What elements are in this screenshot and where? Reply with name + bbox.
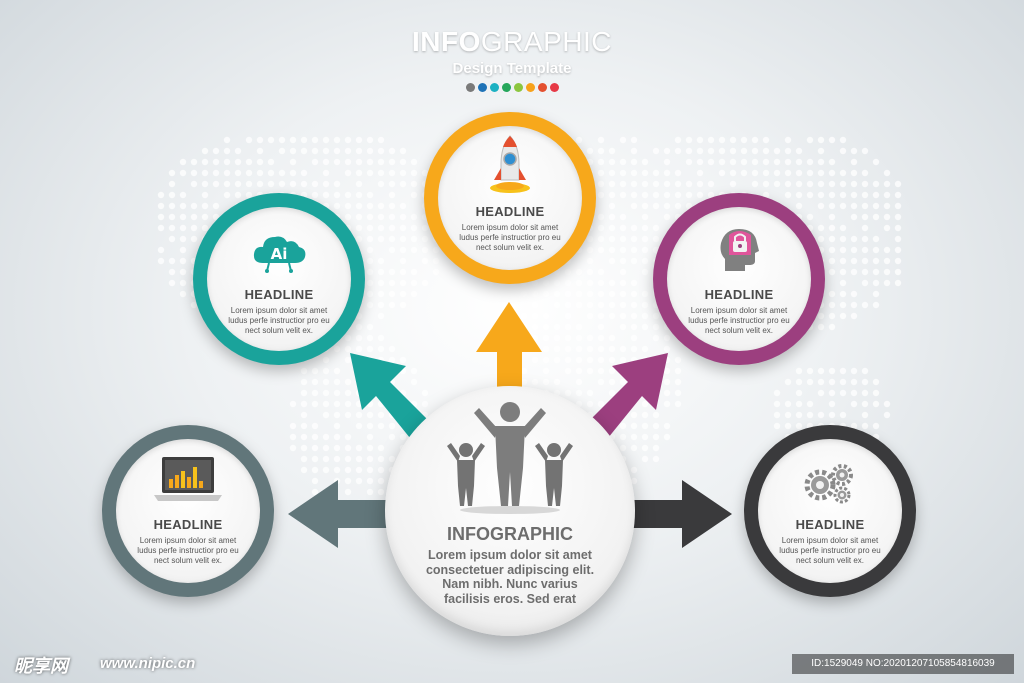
head-lock-icon [720, 229, 759, 271]
arrow-left [288, 480, 388, 548]
gears-icon [804, 464, 853, 504]
color-dot [537, 83, 547, 92]
center-body-line: Nam nibh. Nunc varius [442, 577, 578, 591]
card-gray: HEADLINE Lorem ipsum dolor sit amet ludu… [102, 425, 274, 597]
card-line: Lorem ipsum dolor sit amet [690, 306, 788, 315]
card-body: Lorem ipsum dolor sit amet ludus perfe i… [450, 223, 570, 253]
card-purple: HEADLINE Lorem ipsum dolor sit amet ludu… [653, 193, 825, 365]
card-line: nect solum velit ex. [475, 243, 545, 252]
card-headline: HEADLINE [244, 287, 314, 302]
header: INFOGRAPHIC Design Template [0, 26, 1024, 92]
footer-logo: 昵享网 [14, 656, 68, 676]
color-dot [489, 83, 499, 92]
card-body: Lorem ipsum dolor sit amet ludus perfe i… [128, 536, 248, 566]
rocket-icon [490, 135, 530, 193]
card-line: Lorem ipsum dolor sit amet [230, 306, 328, 315]
laptop-chart-icon [154, 457, 222, 501]
card-line: ludus perfe instructior pro eu [459, 233, 561, 242]
card-line: ludus perfe instructior pro eu [688, 316, 790, 325]
card-dark: HEADLINE Lorem ipsum dolor sit amet ludu… [744, 425, 916, 597]
color-dot [513, 83, 523, 92]
card-line: ludus perfe instructior pro eu [779, 546, 881, 555]
card-line: nect solum velit ex. [153, 556, 223, 565]
arrow-up-left [350, 353, 428, 438]
color-dot [549, 83, 559, 92]
card-line: nect solum velit ex. [795, 556, 865, 565]
center-body-line: consectetuer adipiscing elit. [425, 562, 595, 577]
center-title: INFOGRAPHIC [447, 524, 573, 544]
arrow-right [632, 480, 732, 548]
card-line: nect solum velit ex. [244, 326, 314, 335]
color-dots [0, 83, 1024, 92]
page-title: INFOGRAPHIC [0, 26, 1024, 58]
card-line: ludus perfe instructior pro eu [137, 546, 239, 555]
card-headline: HEADLINE [153, 517, 223, 532]
arrow-up-right [590, 353, 668, 438]
center-circle: INFOGRAPHIC Lorem ipsum dolor sit amet c… [385, 386, 635, 636]
card-line: nect solum velit ex. [704, 326, 774, 335]
card-line: Lorem ipsum dolor sit amet [781, 536, 879, 545]
card-line: Lorem ipsum dolor sit amet [461, 223, 559, 232]
card-teal: Ai HEADLINE Lorem ipsum dolor sit amet l… [193, 193, 365, 365]
center-body-line: Lorem ipsum dolor sit amet [428, 548, 592, 562]
arrow-up [476, 302, 542, 392]
center-body-line: facilisis eros. Sed erat [443, 591, 576, 606]
people-group-icon [447, 402, 573, 514]
color-dot [465, 83, 475, 92]
footer-id: ID:1529049 NO:20201207105854816039 [792, 654, 1014, 674]
card-headline: HEADLINE [475, 204, 545, 219]
page-subtitle: Design Template [452, 60, 572, 77]
color-dot [477, 83, 487, 92]
card-line: ludus perfe instructior pro eu [228, 316, 330, 325]
title-bold: INFO [412, 26, 481, 57]
color-dot [525, 83, 535, 92]
center-body: Lorem ipsum dolor sit amet consectetuer … [405, 548, 615, 606]
card-body: Lorem ipsum dolor sit amet ludus perfe i… [219, 306, 339, 336]
svg-text:Ai: Ai [271, 245, 288, 263]
title-light: GRAPHIC [480, 26, 612, 57]
card-line: Lorem ipsum dolor sit amet [139, 536, 237, 545]
card-headline: HEADLINE [795, 517, 865, 532]
footer-url: www.nipic.cn [100, 655, 196, 672]
card-headline: HEADLINE [704, 287, 774, 302]
card-orange: HEADLINE Lorem ipsum dolor sit amet ludu… [424, 112, 596, 284]
card-body: Lorem ipsum dolor sit amet ludus perfe i… [679, 306, 799, 336]
color-dot [501, 83, 511, 92]
ai-cloud-icon: Ai [253, 236, 306, 273]
card-body: Lorem ipsum dolor sit amet ludus perfe i… [770, 536, 890, 566]
